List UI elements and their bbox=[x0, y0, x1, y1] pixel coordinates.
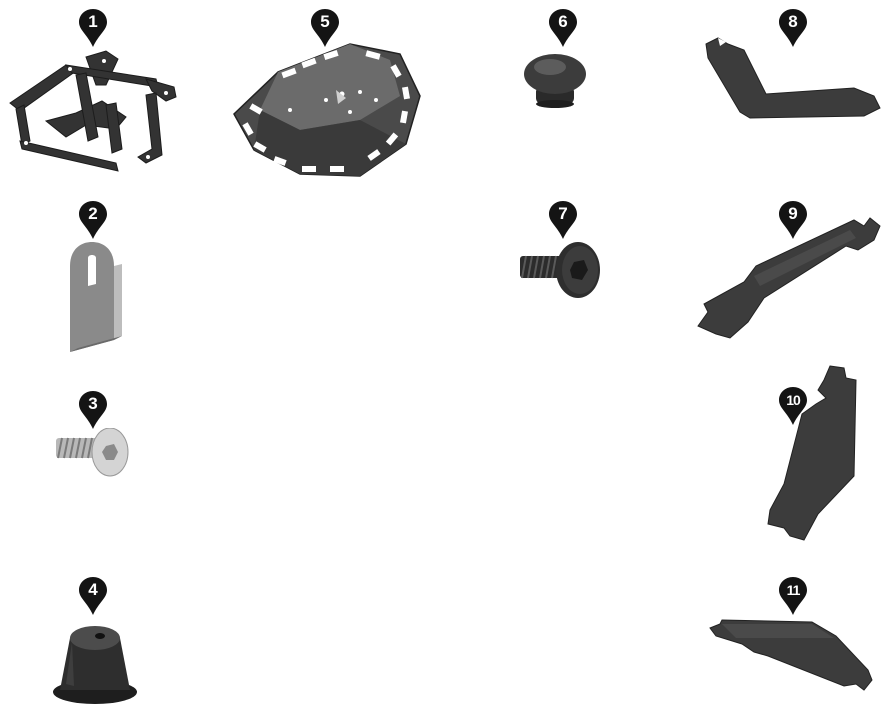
part-4-number: 4 bbox=[78, 579, 108, 601]
part-6-marker: 6 bbox=[548, 8, 578, 48]
part-3-marker: 3 bbox=[78, 390, 108, 430]
pad-curved-image bbox=[704, 36, 882, 120]
part-1-marker: 1 bbox=[78, 8, 108, 48]
silver-screw-image bbox=[52, 428, 132, 480]
part-7-number: 7 bbox=[548, 203, 578, 225]
rack-plate-image bbox=[230, 40, 422, 182]
pad-side-image bbox=[760, 364, 864, 542]
frame-bracket-image bbox=[6, 45, 181, 175]
hook-plate-image bbox=[62, 240, 132, 356]
part-6-number: 6 bbox=[548, 11, 578, 33]
part-2-marker: 2 bbox=[78, 200, 108, 240]
part-11-marker: 11 bbox=[778, 576, 808, 616]
part-3-number: 3 bbox=[78, 393, 108, 415]
rubber-foot-image bbox=[50, 618, 140, 707]
part-8-marker: 8 bbox=[778, 8, 808, 48]
part-4-marker: 4 bbox=[78, 576, 108, 616]
part-5-number: 5 bbox=[310, 11, 340, 33]
part-8-number: 8 bbox=[778, 11, 808, 33]
part-10-number: 10 bbox=[778, 389, 808, 411]
rubber-cap-image bbox=[512, 52, 598, 110]
part-5-marker: 5 bbox=[310, 8, 340, 48]
pad-triangle-image bbox=[706, 614, 876, 694]
black-screw-image bbox=[516, 240, 604, 308]
part-9-number: 9 bbox=[778, 203, 808, 225]
part-2-number: 2 bbox=[78, 203, 108, 225]
part-1-number: 1 bbox=[78, 11, 108, 33]
part-10-marker: 10 bbox=[778, 386, 808, 426]
part-11-number: 11 bbox=[778, 579, 808, 601]
part-9-marker: 9 bbox=[778, 200, 808, 240]
part-7-marker: 7 bbox=[548, 200, 578, 240]
